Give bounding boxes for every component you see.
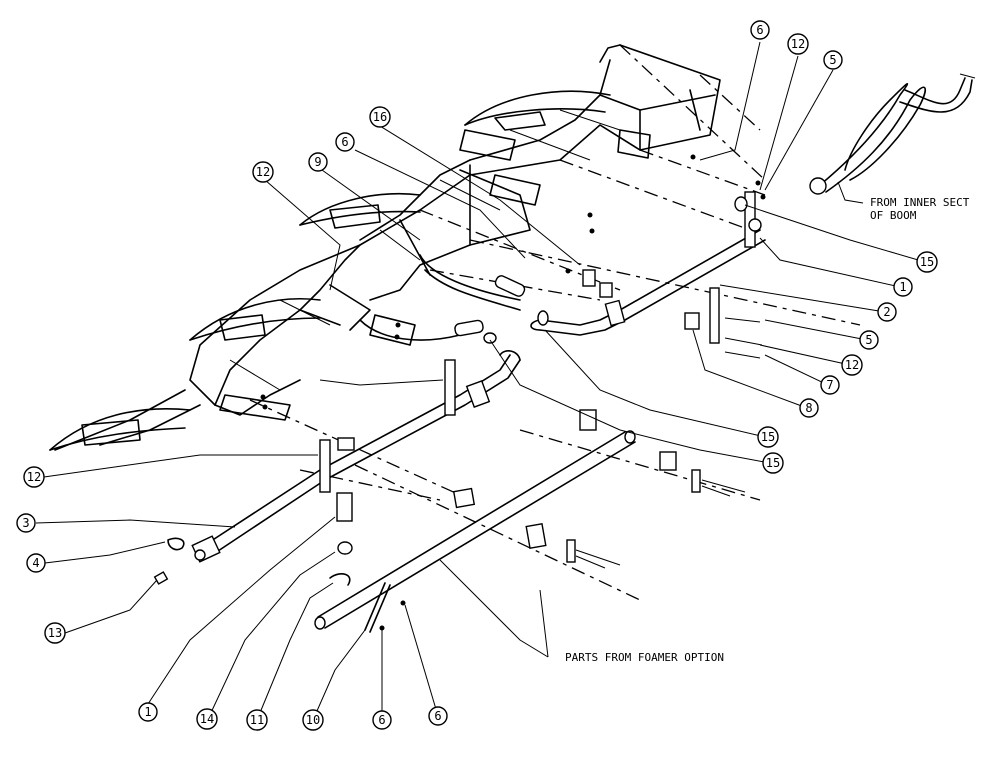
- svg-text:12: 12: [845, 358, 859, 372]
- boom-pipe-upper: [530, 191, 766, 344]
- svg-text:12: 12: [256, 165, 270, 179]
- callout-2: 2: [877, 302, 897, 322]
- callouts: 6 12 5 16 6 9 12 15 1 2 5 12 7 8 15 15 1…: [16, 20, 938, 731]
- svg-text:6: 6: [341, 135, 348, 149]
- callout-10: 10: [302, 709, 324, 731]
- svg-text:15: 15: [920, 255, 934, 269]
- assembly-lines: [249, 44, 861, 601]
- svg-text:15: 15: [766, 456, 780, 470]
- callout-11: 11: [246, 709, 268, 731]
- callout-7: 7: [820, 375, 840, 395]
- svg-text:2: 2: [883, 305, 890, 319]
- callout-6: 6: [750, 20, 770, 40]
- svg-text:5: 5: [829, 53, 836, 67]
- callout-12: 12: [23, 466, 45, 488]
- callout-16: 16: [369, 106, 391, 128]
- svg-text:8: 8: [805, 401, 812, 415]
- callout-9: 9: [308, 152, 328, 172]
- boom-frame: [54, 44, 721, 451]
- callout-15: 15: [916, 251, 938, 273]
- svg-text:5: 5: [865, 333, 872, 347]
- callout-1: 1: [893, 277, 913, 297]
- svg-text:1: 1: [899, 280, 906, 294]
- callout-15: 15: [762, 452, 784, 474]
- svg-text:6: 6: [756, 23, 763, 37]
- svg-text:1: 1: [144, 705, 151, 719]
- notes: FROM INNER SECT OF BOOM PARTS FROM FOAME…: [565, 196, 970, 664]
- svg-text:7: 7: [826, 378, 833, 392]
- callout-6: 6: [428, 706, 448, 726]
- svg-text:14: 14: [200, 712, 214, 726]
- callout-8: 8: [799, 398, 819, 418]
- svg-text:12: 12: [791, 37, 805, 51]
- svg-text:3: 3: [22, 516, 29, 530]
- svg-text:16: 16: [373, 110, 387, 124]
- svg-text:6: 6: [434, 709, 441, 723]
- svg-text:10: 10: [306, 713, 320, 727]
- svg-text:12: 12: [27, 470, 41, 484]
- note-inner-section-line1: FROM INNER SECT: [870, 196, 970, 209]
- note-foamer-option: PARTS FROM FOAMER OPTION: [565, 651, 724, 664]
- callout-4: 4: [26, 553, 46, 573]
- svg-text:6: 6: [378, 713, 385, 727]
- hoses: [359, 73, 976, 341]
- callout-3: 3: [16, 513, 36, 533]
- leader-lines: [35, 41, 926, 721]
- svg-text:11: 11: [250, 713, 264, 727]
- callout-12: 12: [252, 161, 274, 183]
- svg-text:9: 9: [314, 155, 321, 169]
- callout-5: 5: [823, 50, 843, 70]
- svg-text:4: 4: [32, 556, 39, 570]
- callout-1: 1: [138, 702, 158, 722]
- note-inner-section-line2: OF BOOM: [870, 209, 917, 222]
- callout-14: 14: [196, 708, 218, 730]
- callout-15: 15: [757, 426, 779, 448]
- callout-12: 12: [787, 33, 809, 55]
- boom-pipe-lower: [191, 350, 521, 563]
- svg-text:13: 13: [48, 626, 62, 640]
- svg-text:15: 15: [761, 430, 775, 444]
- callout-5: 5: [859, 330, 879, 350]
- callout-6: 6: [335, 132, 355, 152]
- callout-13: 13: [44, 622, 66, 644]
- boom-arms: [49, 90, 611, 451]
- callout-12: 12: [841, 354, 863, 376]
- hardware: [153, 154, 766, 633]
- foamer-tube: [314, 430, 636, 630]
- callout-6: 6: [372, 710, 392, 730]
